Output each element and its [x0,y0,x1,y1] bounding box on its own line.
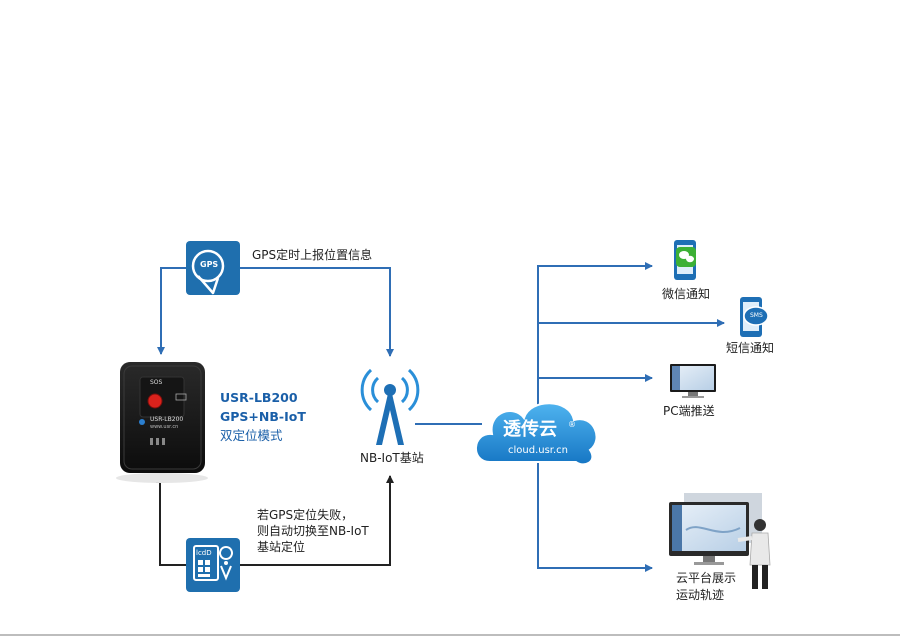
device-model: USR-LB200 [220,390,298,405]
pc-push-label: PC端推送 [663,404,715,418]
fallback-line-3: 基站定位 [257,540,306,554]
device-sos-text: SOS [150,379,163,386]
cloud-distribution-lines [537,262,725,572]
device-mode: GPS+NB-IoT [220,409,306,424]
device-mode-cn: 双定位模式 [220,428,283,443]
gps-report-path [157,267,394,357]
sms-icon-text: SMS [750,312,763,319]
cloud-platform-label-1: 云平台展示 [676,571,737,585]
cloud-name: 透传云 [503,419,557,440]
lbs-icon-text: lcdD [196,549,212,557]
device-url-text: www.usr.cn [150,424,179,430]
gps-icon [186,241,240,295]
fallback-path [156,475,394,566]
sms-notify-label: 短信通知 [726,341,775,355]
fallback-label: 若GPS定位失败， 则自动切换至NB-IoT 基站定位 [257,507,392,555]
cloud-platform-display-icon [669,493,771,589]
fallback-line-2: 则自动切换至NB-IoT [257,524,369,538]
gps-report-label: GPS定时上报位置信息 [252,248,373,262]
gps-icon-text: GPS [200,260,219,269]
lbs-locate-icon [186,538,240,592]
usr-cloud-icon [475,402,598,466]
usr-lb200-device [116,362,208,483]
wechat-phone-icon [674,240,696,280]
pc-monitor-icon [670,364,716,398]
base-station-icon [360,368,420,445]
bottom-divider [0,634,900,636]
device-brand-text: USR-LB200 [150,416,184,423]
wechat-notify-label: 微信通知 [662,287,711,301]
cloud-reg-mark: ® [568,420,576,429]
cloud-platform-label-2: 运动轨迹 [676,588,725,602]
cloud-url: cloud.usr.cn [508,445,569,456]
base-station-label: NB-IoT基站 [360,451,424,465]
device-info-label: USR-LB200 GPS+NB-IoT 双定位模式 [220,388,306,445]
fallback-line-1: 若GPS定位失败， [257,508,354,522]
sms-phone-icon [740,297,769,337]
